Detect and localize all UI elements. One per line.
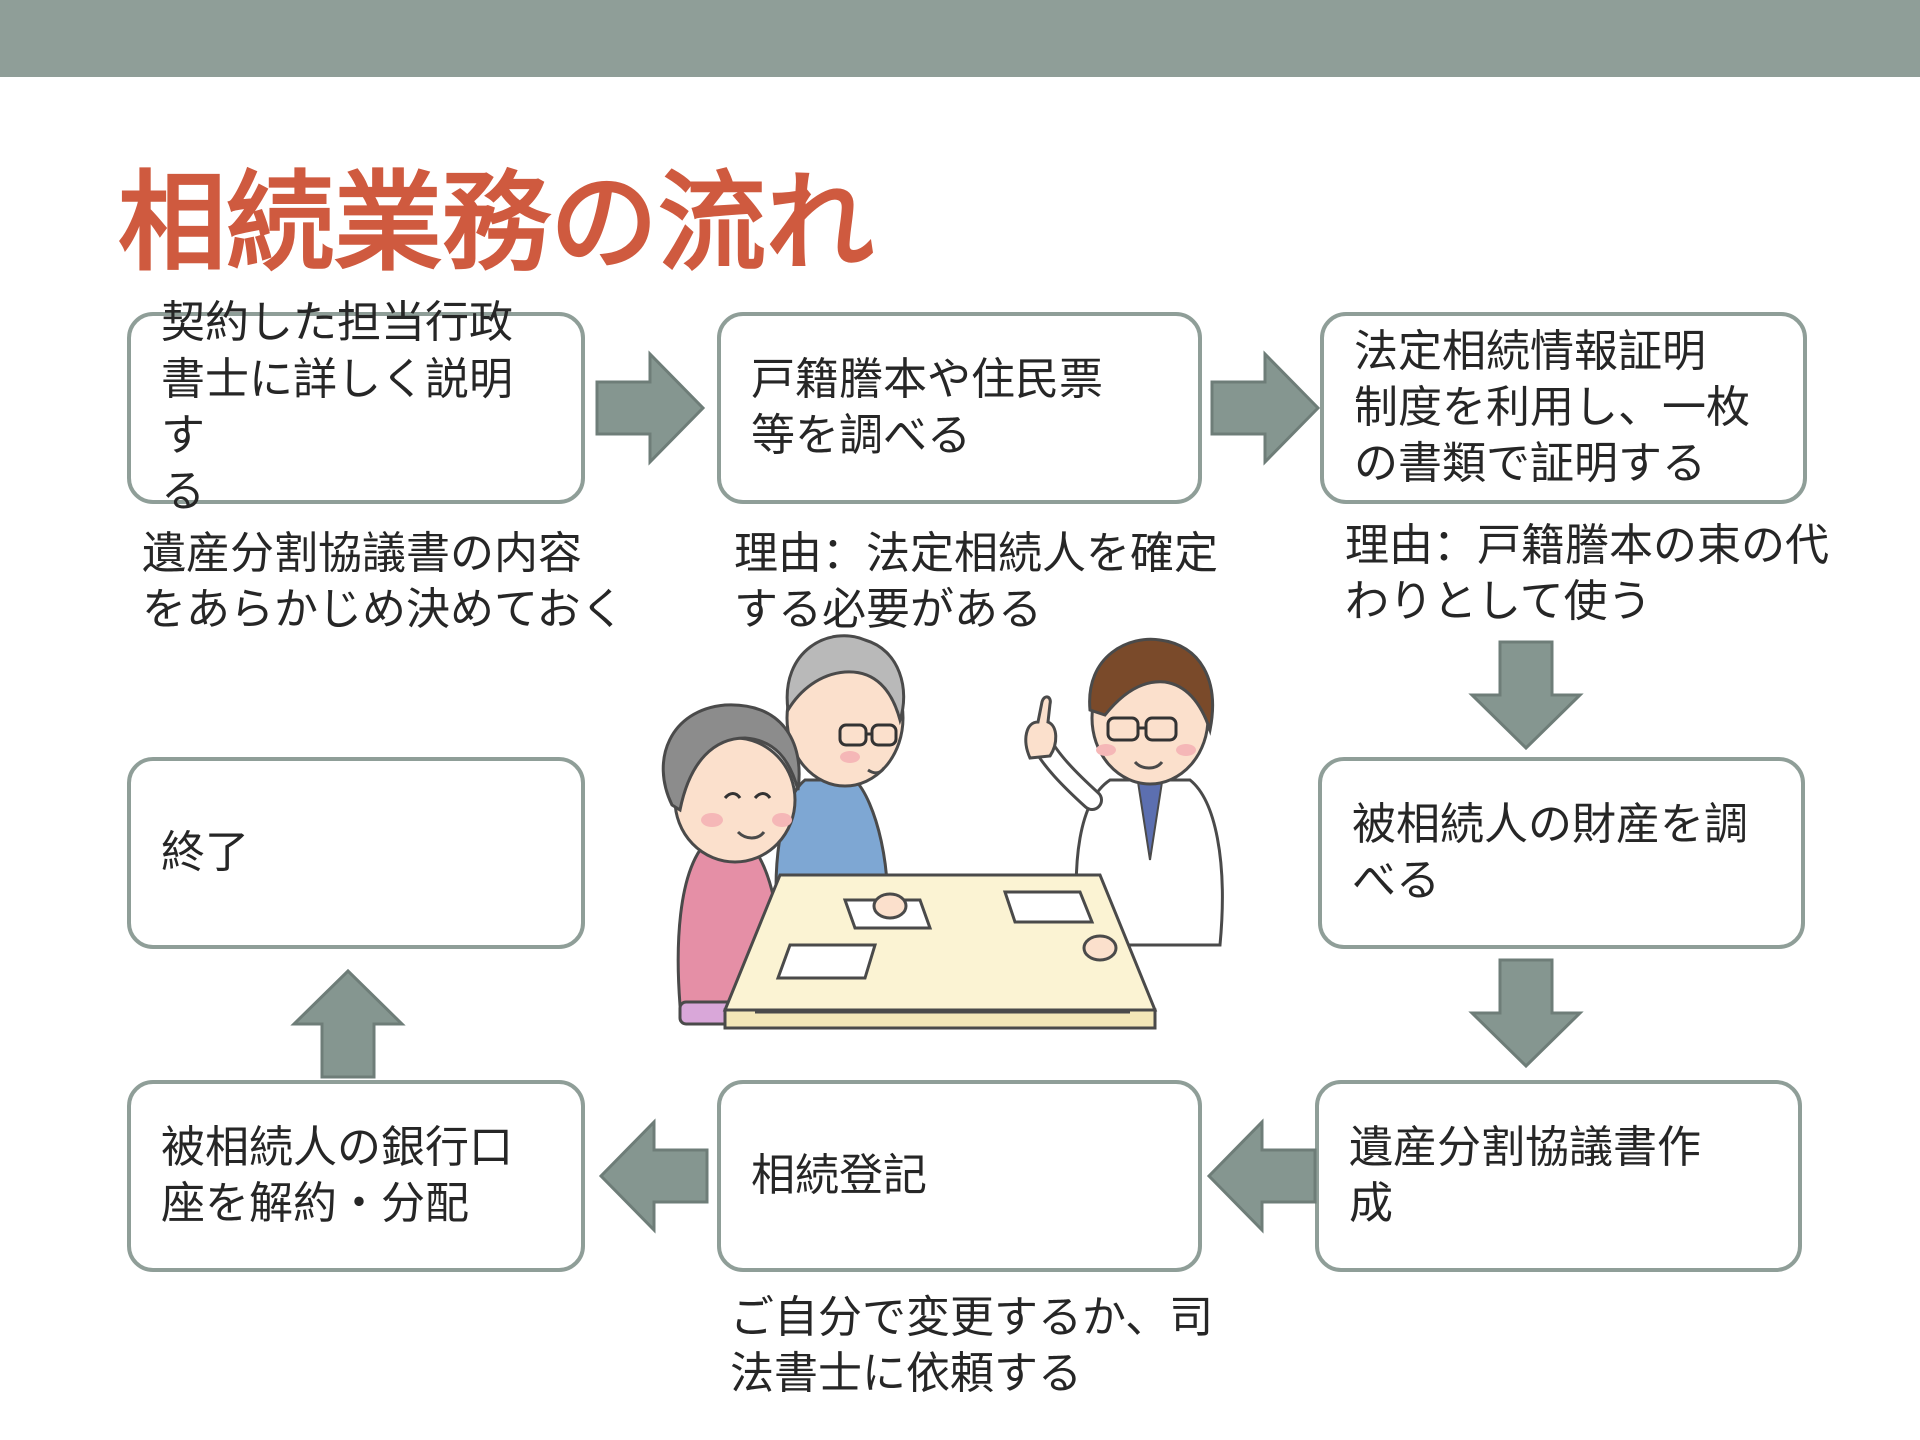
step-box-research-records: 戸籍謄本や住民票 等を調べる — [717, 312, 1202, 504]
step-label: 被相続人の銀行口 座を解約・分配 — [161, 1121, 513, 1229]
arrow-down-icon — [1468, 958, 1584, 1069]
step-label: 遺産分割協議書作 成 — [1349, 1121, 1701, 1229]
note-self-or-scrivener: ご自分で変更するか、司 法書士に依頼する — [730, 1292, 1214, 1400]
table-graphic — [722, 873, 1158, 1030]
note-reason-heirs: 理由：法定相続人を確定 する必要がある — [734, 528, 1218, 636]
consultation-illustration — [661, 634, 1224, 1030]
step-box-bank-account: 被相続人の銀行口 座を解約・分配 — [127, 1080, 585, 1272]
step-label: 契約した担当行政 書士に詳しく説明す る — [161, 297, 513, 518]
hand-graphic — [872, 892, 908, 920]
page-title: 相続業務の流れ — [118, 161, 875, 286]
arrow-up-icon — [290, 968, 406, 1079]
step-label: 被相続人の財産を調 べる — [1352, 798, 1748, 906]
step-label: 相続登記 — [751, 1149, 927, 1201]
note-reason-substitute: 理由：戸籍謄本の束の代 わりとして使う — [1345, 520, 1829, 628]
elderly-man-figure — [774, 634, 906, 942]
hand-graphic — [1082, 934, 1118, 962]
step-box-division-agreement: 遺産分割協議書作 成 — [1315, 1080, 1802, 1272]
step-label: 法定相続情報証明 制度を利用し、一枚 の書類で証明する — [1354, 325, 1750, 490]
arrow-down-icon — [1468, 640, 1584, 751]
arrow-left-icon — [1206, 1118, 1317, 1234]
step-label: 戸籍謄本や住民票 等を調べる — [751, 353, 1103, 461]
note-division-contents: 遺産分割協議書の内容 をあらかじめ決めておく — [142, 528, 625, 636]
step-label: 終了 — [161, 826, 249, 878]
step-box-end: 終了 — [127, 757, 585, 949]
arrow-right-icon — [1210, 350, 1321, 466]
top-banner — [0, 0, 1920, 77]
step-box-registration: 相続登記 — [717, 1080, 1202, 1272]
step-box-certificate: 法定相続情報証明 制度を利用し、一枚 の書類で証明する — [1320, 312, 1807, 504]
step-box-investigate-assets: 被相続人の財産を調 べる — [1318, 757, 1805, 949]
arrow-left-icon — [598, 1118, 709, 1234]
step-box-explain: 契約した担当行政 書士に詳しく説明す る — [127, 297, 585, 517]
arrow-right-icon — [595, 350, 706, 466]
